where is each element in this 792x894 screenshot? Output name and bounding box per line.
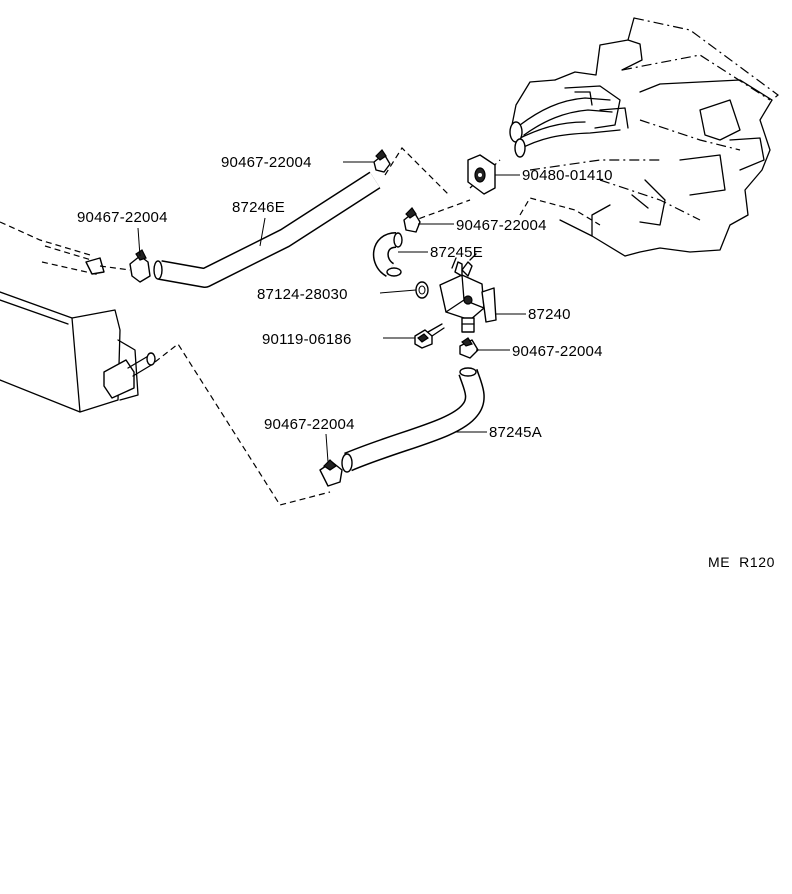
callout-label-hose-upper: 87246E [232, 199, 285, 216]
callout-hose-lower: 87245A [456, 424, 542, 441]
bolt-icon [414, 323, 445, 349]
callout-label-gasket: 90480-01410 [522, 167, 613, 184]
hose-lower [341, 367, 485, 473]
callout-clamp-right: 90467-22004 [418, 217, 547, 234]
hose-upper [153, 171, 381, 288]
engine-block [509, 17, 779, 257]
callout-bolt: 90119-06186 [262, 331, 415, 348]
clamp-right-icon [403, 207, 421, 233]
callout-label-oring: 87124-28030 [257, 286, 348, 303]
clamp-valve-icon [459, 337, 479, 359]
clamp-left-icon [129, 249, 151, 283]
water-valve-icon [439, 253, 497, 333]
callout-label-clamp-right: 90467-22004 [456, 217, 547, 234]
callout-valve: 87240 [496, 306, 571, 323]
callout-label-valve: 87240 [528, 306, 571, 323]
callout-gasket: 90480-01410 [495, 167, 613, 184]
callout-label-hose-small: 87245E [430, 244, 483, 261]
callout-clamp-bottom: 90467-22004 [264, 416, 355, 463]
callout-label-clamp-left: 90467-22004 [77, 209, 168, 226]
callout-label-clamp-top: 90467-22004 [221, 154, 312, 171]
callout-clamp-top: 90467-22004 [221, 154, 374, 171]
oring-icon [415, 281, 429, 299]
callout-clamp-left: 90467-22004 [77, 209, 168, 257]
callout-hose-small: 87245E [398, 244, 483, 261]
callout-oring: 87124-28030 [257, 286, 417, 303]
callout-label-clamp-bottom: 90467-22004 [264, 416, 355, 433]
clamp-bottom-icon [319, 459, 343, 487]
routing-lines [99, 147, 501, 506]
heater-core [0, 221, 156, 413]
clamp-top-icon [373, 149, 391, 173]
callout-hose-upper: 87246E [232, 199, 285, 247]
callout-label-clamp-valve: 90467-22004 [512, 343, 603, 360]
callout-label-bolt: 90119-06186 [262, 331, 352, 348]
gasket-icon [467, 154, 496, 195]
callout-clamp-valve: 90467-22004 [476, 343, 603, 360]
hose-small [373, 232, 403, 277]
diagram-code: ME R120 [708, 554, 775, 570]
callout-label-hose-lower: 87245A [489, 424, 542, 441]
